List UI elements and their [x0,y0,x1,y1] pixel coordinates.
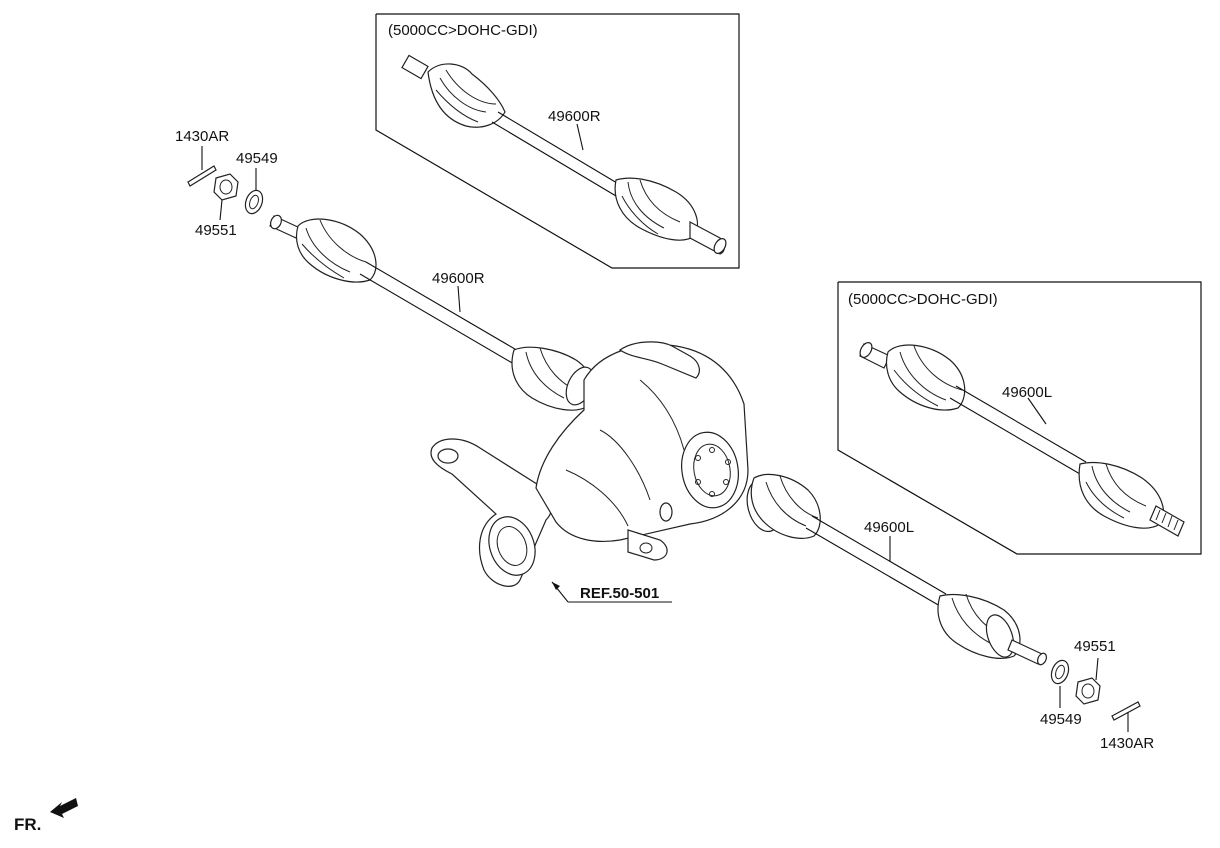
upper-variant-box: (5000CC>DOHC-GDI) [375,13,740,269]
front-label: FR. [14,815,41,834]
nut-lower-label: 49551 [1074,638,1116,655]
upper-box-shaft-label: 49600R [548,108,601,125]
main-drive-shaft-left: 49600L [746,473,1048,666]
front-direction-indicator: FR. [14,798,78,834]
main-shaft-right-label: 49600R [432,270,485,287]
upper-left-hardware: 1430AR 49551 49549 [175,128,278,239]
cotter-pin-upper-label: 1430AR [175,128,229,145]
lower-right-hardware: 49549 49551 1430AR [1040,638,1154,752]
cotter-pin-lower-label: 1430AR [1100,735,1154,752]
upper-box-drive-shaft: 49600R [401,54,727,255]
differential-carrier-assembly: REF.50-501 [430,341,749,603]
washer-upper-label: 49549 [236,150,278,167]
washer-lower-label: 49549 [1040,711,1082,728]
nut-upper-label: 49551 [195,222,237,239]
main-drive-shaft-right: 49600R [269,214,595,411]
front-arrow-icon [50,798,78,818]
main-shaft-left-label: 49600L [864,519,914,536]
reference-label: REF.50-501 [580,585,659,602]
right-box-drive-shaft: 49600L [859,342,1185,537]
right-variant-label: (5000CC>DOHC-GDI) [848,291,998,308]
right-variant-box: (5000CC>DOHC-GDI) [837,281,1202,555]
right-box-shaft-label: 49600L [1002,384,1052,401]
upper-variant-label: (5000CC>DOHC-GDI) [388,22,538,39]
